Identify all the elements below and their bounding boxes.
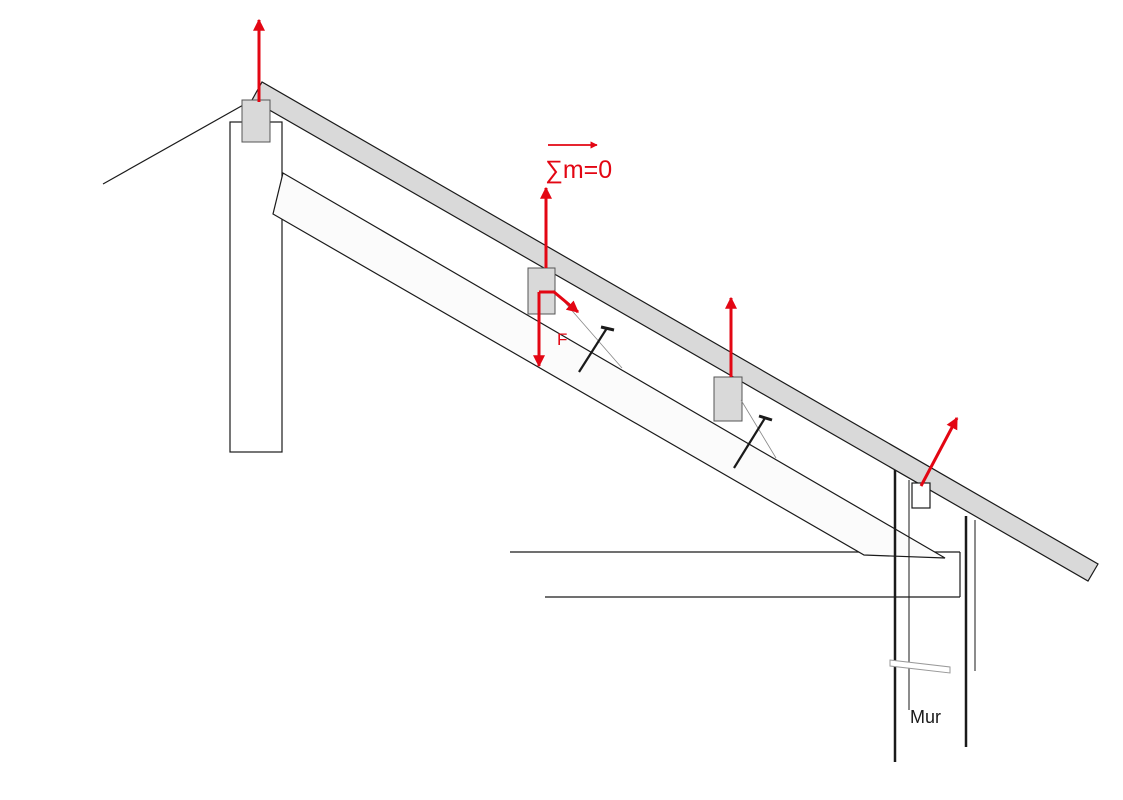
king-post xyxy=(229,121,283,453)
force-arrow-shear xyxy=(539,290,579,314)
moment-equation-label: ∑m=0 xyxy=(545,156,612,184)
inclined-beam xyxy=(272,172,946,559)
ridge-connector-block xyxy=(241,99,271,143)
anchor-strap xyxy=(889,659,951,674)
lower-connector-block xyxy=(713,376,743,422)
nail-icon xyxy=(733,414,773,469)
rafter xyxy=(251,81,1099,582)
nail-icon xyxy=(578,325,615,373)
wall-label: Mur xyxy=(910,707,941,727)
force-label: F xyxy=(557,330,567,349)
wall-plate-block xyxy=(911,482,931,509)
uplift-arrow-eave xyxy=(919,416,959,487)
left-roof-line xyxy=(102,103,246,185)
